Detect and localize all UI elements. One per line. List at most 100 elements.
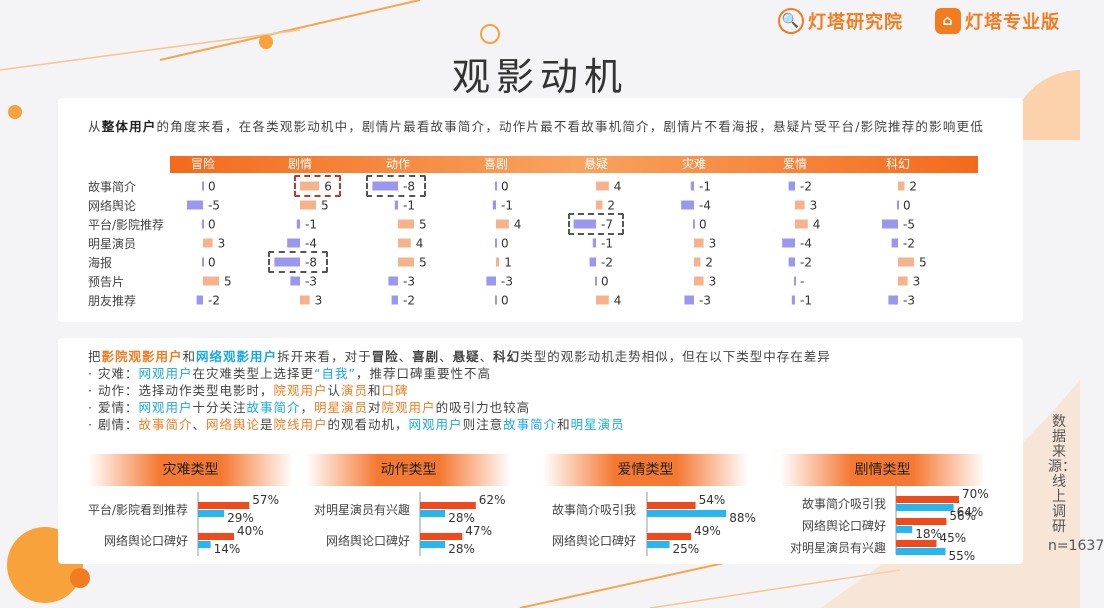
bar-value-label: -2 <box>601 256 613 270</box>
mini-row-label: 平台/影院看到推荐 <box>87 503 188 517</box>
diverging-bar <box>684 295 694 305</box>
insight-word-of-mouth: 网络舆论 <box>205 417 260 432</box>
diverging-bar <box>290 276 300 286</box>
cinema-bar <box>198 533 234 540</box>
diverging-bar <box>794 276 796 286</box>
bar-value-label: -3 <box>699 294 711 308</box>
diverging-bar <box>300 181 320 191</box>
online-value-label: 25% <box>673 542 700 556</box>
diverging-bar <box>394 200 398 210</box>
bar-value-label: 4 <box>514 218 522 232</box>
diverging-bar <box>496 257 500 267</box>
bar-value-label: 4 <box>416 237 424 251</box>
cinema-value-label: 47% <box>465 524 492 538</box>
insight-text: 在灾难类型上选择更 <box>192 366 314 381</box>
online-value-label: 28% <box>448 511 475 525</box>
diverging-bar <box>372 181 398 191</box>
mini-row-label: 网络舆论口碑好 <box>103 534 188 548</box>
mini-chart-title: 剧情类型 <box>780 454 985 486</box>
genre-header-bar: 冒险剧情动作喜剧悬疑灾难爱情科幻 <box>170 156 978 173</box>
bar-value-label: -1 <box>403 199 415 213</box>
diverging-bar <box>495 238 497 248</box>
online-value-label: 55% <box>949 549 976 563</box>
mini-chart-title: 动作类型 <box>306 454 511 486</box>
online-bar <box>647 510 727 517</box>
diverging-bar <box>496 219 509 229</box>
cinema-value-label: 70% <box>962 487 989 501</box>
insight-text: 把 <box>88 349 102 364</box>
insight-actors: 演员 <box>340 383 368 398</box>
insight-text: 和 <box>557 417 571 432</box>
bar-value-label: -4 <box>800 237 812 251</box>
insight-romance: · 爱情：网观用户十分关注故事简介，明星演员对院观用户的吸引力也较高 <box>88 399 1018 417</box>
bar-value-label: 3 <box>218 237 226 251</box>
bar-value-label: 5 <box>321 199 329 213</box>
bar-value-label: 3 <box>709 275 717 289</box>
motivation-row-label: 预告片 <box>88 275 125 289</box>
bar-value-label: 0 <box>501 294 509 308</box>
insight-text: 、 <box>398 349 413 364</box>
bar-value-label: 0 <box>208 256 216 270</box>
online-value-label: 88% <box>729 511 756 525</box>
mini-row-label: 网络舆论口碑好 <box>801 519 886 533</box>
summary-text-part: 的角度来看，在各类观影动机中，剧情片最看故事简介，动作片最不看故事机简介，剧情片… <box>156 119 984 134</box>
cinema-value-label: 49% <box>694 524 721 538</box>
insight-text: 和 <box>182 349 197 364</box>
diverging-bar <box>795 200 805 210</box>
bar-value-label: 5 <box>224 275 232 289</box>
bar-value-label: 3 <box>913 275 921 289</box>
diverging-bar <box>486 276 496 286</box>
diverging-bar <box>398 219 414 229</box>
mini-chart-title: 爱情类型 <box>543 454 748 486</box>
insight-text: ， <box>300 400 315 415</box>
bar-value-label: -2 <box>800 180 812 194</box>
insight-synopsis: 故事简介 <box>503 417 558 432</box>
bar-value-label: 1 <box>504 256 512 270</box>
insight-genre: 喜剧 <box>412 349 440 364</box>
bar-value-label: -3 <box>305 275 317 289</box>
brand-name-left: 灯塔研究院 <box>808 12 903 33</box>
insight-online-users: 网观用户 <box>138 400 193 415</box>
diverging-bar <box>791 295 795 305</box>
bar-value-label: 0 <box>501 180 509 194</box>
overall-motivation-card: 从整体用户的角度来看，在各类观影动机中，剧情片最看故事简介，动作片最不看故事机简… <box>58 98 1023 322</box>
highlight-box <box>567 213 624 235</box>
insight-text: 十分关注 <box>192 400 247 415</box>
diverging-bar <box>795 219 808 229</box>
insight-self: “自我” <box>313 366 356 381</box>
insight-text: 的吸引力也较高 <box>435 400 531 415</box>
bar-value-label: -5 <box>903 218 915 232</box>
motivation-row-label: 海报 <box>88 256 113 270</box>
online-bar <box>896 504 954 511</box>
insight-word-of-mouth: 口碑 <box>381 383 409 398</box>
source-label: 数据来源：线上调研 <box>1048 414 1076 535</box>
genre-header-6: 爱情 <box>782 157 807 171</box>
summary-text-part: 从 <box>88 119 102 134</box>
cinema-value-label: 45% <box>940 531 967 545</box>
diverging-bar <box>897 200 899 210</box>
cinema-value-label: 40% <box>237 524 264 538</box>
mini-bar-charts: 57%29%40%14%62%28%47%28%54%88%49%25%70%6… <box>197 486 989 563</box>
diverging-bar <box>492 200 496 210</box>
insight-online-users: 网观用户 <box>138 366 193 381</box>
insight-text: · 灾难： <box>88 366 139 381</box>
motivation-row-label: 网络舆论 <box>88 199 137 213</box>
insight-cinema-users: 院观用户 <box>273 383 328 398</box>
bar-value-label: -7 <box>601 218 613 232</box>
insight-online-users: 网观用户 <box>408 417 463 432</box>
diverging-bar <box>788 181 795 191</box>
cinema-bar <box>198 502 250 509</box>
online-bar <box>198 510 225 517</box>
diverging-bar <box>898 181 905 191</box>
mini-chart-title: 灾难类型 <box>88 454 293 486</box>
insight-text: 则注意 <box>462 417 504 432</box>
sample-size: n=1637 <box>1048 539 1104 554</box>
mini-row-label: 对明星演员有兴趣 <box>789 541 886 555</box>
insight-genre: 科幻 <box>493 349 521 364</box>
cinema-value-label: 57% <box>252 493 279 507</box>
highlight-box <box>294 175 342 197</box>
online-value-label: 29% <box>227 511 254 525</box>
diverging-bar <box>589 257 596 267</box>
online-bar <box>420 541 446 548</box>
motivation-row-label: 明星演员 <box>88 237 137 251</box>
